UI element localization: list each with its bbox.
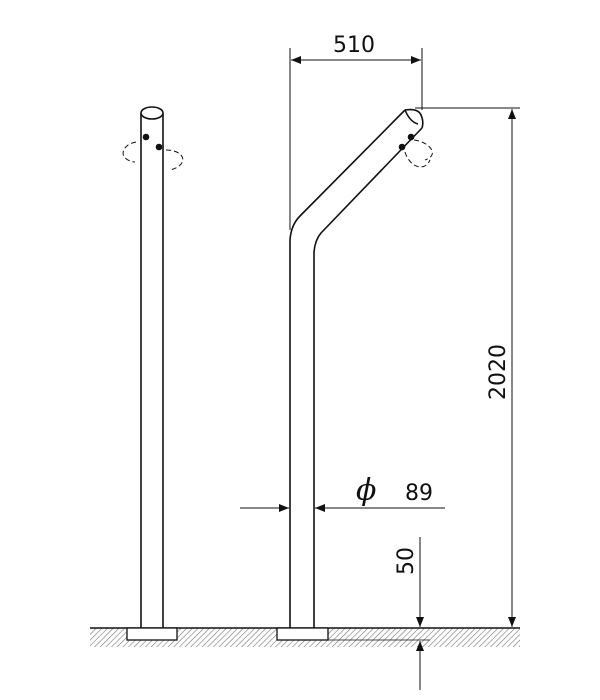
diameter-symbol: ϕ bbox=[356, 473, 376, 508]
offset-dimension bbox=[289, 48, 423, 230]
screw-icon bbox=[155, 143, 163, 151]
ground bbox=[90, 627, 520, 647]
left-base-plate bbox=[126, 627, 178, 641]
offset-dimension-label: 510 bbox=[333, 33, 375, 58]
screw-icon bbox=[142, 133, 150, 141]
height-dimension-label: 2020 bbox=[486, 344, 511, 400]
height-dimension bbox=[415, 107, 520, 627]
screw-icon bbox=[398, 143, 406, 151]
diameter-dimension-label: 89 bbox=[405, 481, 433, 506]
straight-pole bbox=[122, 106, 184, 628]
bent-pole bbox=[289, 108, 433, 628]
foundation-dimension-label: 50 bbox=[394, 547, 419, 575]
right-base-plate bbox=[276, 627, 329, 641]
screw-icon bbox=[407, 133, 415, 141]
